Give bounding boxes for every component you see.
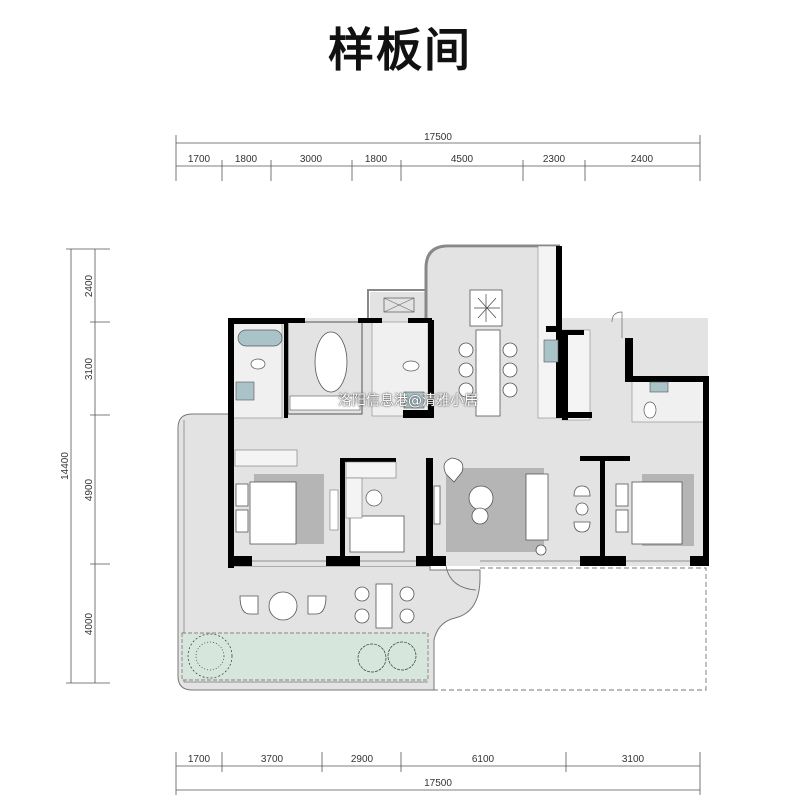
bottom-dimension: 2900 bbox=[351, 754, 374, 765]
left-dimension: 2400 bbox=[84, 274, 95, 297]
open-terrace-outline bbox=[434, 567, 707, 691]
kitchen-sink bbox=[543, 339, 559, 363]
top-dimension: 1800 bbox=[235, 154, 258, 165]
bottom-dimension: 3700 bbox=[261, 754, 284, 765]
left-dimension: 4000 bbox=[84, 612, 95, 635]
patio-table bbox=[268, 591, 298, 621]
left-total-dimension: 14400 bbox=[60, 452, 71, 480]
kitchen-island bbox=[475, 329, 501, 417]
sofa bbox=[525, 473, 549, 541]
top-dimension: 2400 bbox=[631, 154, 654, 165]
bottom-total-dimension: 17500 bbox=[424, 778, 452, 789]
top-total-dimension: 17500 bbox=[424, 132, 452, 143]
bottom-dimension: 3100 bbox=[622, 754, 645, 765]
bed-left bbox=[249, 481, 297, 545]
bottom-dimension-lines bbox=[175, 752, 701, 795]
top-dimension-lines bbox=[175, 135, 701, 181]
bathtub bbox=[237, 329, 283, 347]
left-dimension-lines bbox=[66, 248, 110, 684]
top-dimension: 1700 bbox=[188, 154, 211, 165]
top-dimension: 2300 bbox=[543, 154, 566, 165]
top-dimension: 4500 bbox=[451, 154, 474, 165]
bottom-dimension: 1700 bbox=[188, 754, 211, 765]
watermark: 洛阳信息港@清雅小居 bbox=[338, 393, 478, 409]
page-title: 样板间 bbox=[328, 23, 472, 77]
left-dimension: 4900 bbox=[84, 478, 95, 501]
coffee-table bbox=[468, 485, 494, 511]
top-dimension: 3000 bbox=[300, 154, 323, 165]
top-dimension: 1800 bbox=[365, 154, 388, 165]
bed-middle bbox=[349, 515, 405, 553]
bottom-dimension: 6100 bbox=[472, 754, 495, 765]
left-dimension: 3100 bbox=[84, 357, 95, 380]
garden-bed bbox=[181, 632, 429, 681]
walls bbox=[228, 246, 709, 568]
bed-right bbox=[631, 481, 683, 545]
armchair bbox=[443, 457, 464, 483]
patio-dining-table bbox=[375, 583, 393, 629]
garden-plants bbox=[187, 633, 417, 679]
